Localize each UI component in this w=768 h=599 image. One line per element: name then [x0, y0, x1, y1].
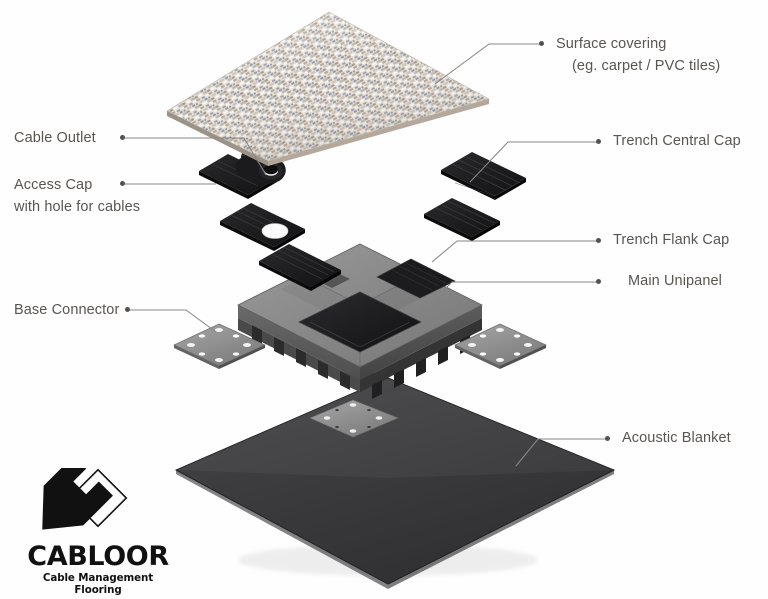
callout-label-access-cap: Access Cap with hole for cables	[14, 174, 140, 218]
part-base-connector-left	[173, 323, 266, 369]
callout-dot-main-unipanel	[596, 279, 601, 284]
leader-surface-covering	[434, 43, 541, 85]
cabloor-logo: CABLOOR Cable Management Flooring	[14, 456, 182, 596]
callout-label-acoustic-blanket: Acoustic Blanket	[622, 428, 731, 448]
leader-cable-outlet	[125, 137, 267, 176]
part-access-cap	[220, 203, 305, 251]
callout-line: Main Unipanel	[628, 273, 722, 289]
leader-acoustic-blanket	[515, 438, 607, 467]
callout-line: Surface covering	[556, 36, 667, 52]
part-trench-central-cap	[441, 152, 526, 200]
callout-dot-cable-outlet	[120, 135, 125, 140]
callout-line: Trench Flank Cap	[613, 232, 730, 248]
callout-dot-trench-flank-cap	[596, 238, 601, 243]
part-base-connector-center	[309, 399, 399, 438]
callout-dot-acoustic-blanket	[605, 436, 610, 441]
callout-line: Acoustic Blanket	[622, 430, 731, 446]
leader-lines	[125, 43, 607, 467]
leader-base-connector	[130, 309, 217, 333]
callout-dot-trench-central-cap	[596, 139, 601, 144]
logo-tagline: Cable Management Flooring	[42, 572, 154, 596]
callout-label-surface-covering: Surface covering (eg. carpet / PVC tiles…	[556, 33, 720, 77]
callout-line: (eg. carpet / PVC tiles)	[572, 58, 721, 74]
part-base-connector-right	[454, 323, 547, 369]
callout-dot-surface-covering	[539, 41, 544, 46]
callout-label-base-connector: Base Connector	[14, 300, 119, 320]
part-surface-covering	[166, 11, 490, 166]
part-trench-flank-cap-left	[259, 244, 341, 291]
leader-trench-flank-cap	[431, 240, 598, 263]
part-acoustic-blanket	[174, 365, 616, 589]
cabloor-logo-mark-icon	[42, 456, 128, 530]
callout-label-main-unipanel: Main Unipanel	[628, 271, 722, 291]
unipanel-legs	[238, 318, 482, 399]
callout-label-trench-flank-cap: Trench Flank Cap	[613, 230, 729, 250]
logo-wordmark: CABLOOR	[27, 541, 169, 572]
part-trench-flank-cap-right	[424, 198, 500, 241]
leader-main-unipanel	[433, 281, 598, 301]
callout-line: Access Cap	[14, 177, 93, 193]
callout-dot-access-cap	[120, 181, 125, 186]
callout-label-cable-outlet: Cable Outlet	[14, 128, 96, 148]
callout-line: Base Connector	[14, 302, 120, 318]
callout-line: Trench Central Cap	[613, 133, 741, 149]
callout-line: with hole for cables	[14, 199, 141, 215]
callout-line: Cable Outlet	[14, 130, 96, 146]
leader-trench-central-cap	[469, 141, 598, 183]
callout-label-trench-central-cap: Trench Central Cap	[613, 131, 741, 151]
callout-dot-base-connector	[125, 307, 130, 312]
unipanel-center-outlet	[298, 291, 422, 353]
